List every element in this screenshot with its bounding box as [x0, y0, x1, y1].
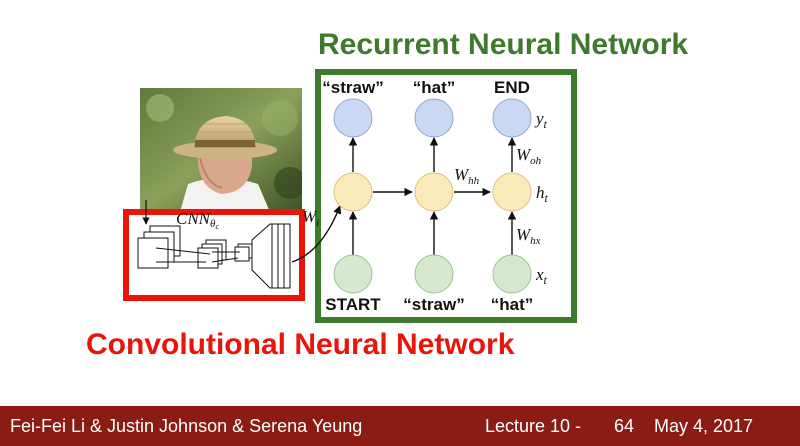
output-node-3 [492, 98, 532, 138]
w-hh-label: Whh [454, 165, 480, 187]
input-node-3 [492, 254, 532, 294]
output-word-2: “hat” [413, 78, 456, 97]
h-t-label: ht [536, 183, 549, 205]
input-word-3: “hat” [491, 295, 534, 314]
input-node-1 [333, 254, 373, 294]
output-word-1: “straw” [322, 78, 383, 97]
footer-lecture: Lecture 10 - [485, 416, 582, 436]
rnn-title: Recurrent Neural Network [318, 28, 689, 61]
input-photo [140, 88, 302, 212]
w-ih-label: Wi [302, 207, 319, 229]
output-node-1 [333, 98, 373, 138]
footer-bar: Fei-Fei Li & Justin Johnson & Serena Yeu… [0, 406, 800, 446]
cnn-title: Convolutional Neural Network [86, 328, 515, 361]
hidden-node-2 [414, 172, 454, 212]
cnn-to-rnn-arrow [291, 205, 342, 263]
footer-date: May 4, 2017 [654, 416, 754, 436]
output-node-2 [414, 98, 454, 138]
footer-page-number: 64 [614, 416, 635, 436]
hidden-node-1 [333, 172, 373, 212]
input-word-2: “straw” [403, 295, 464, 314]
cnn-layers-icon [137, 223, 291, 289]
cnn-label: CNNθc [176, 209, 219, 231]
w-oh-label: Woh [516, 145, 542, 167]
rnn-frame [315, 69, 577, 323]
footer-authors: Fei-Fei Li & Justin Johnson & Serena Yeu… [10, 416, 363, 436]
output-word-3: END [494, 78, 530, 97]
w-hx-label: Whx [516, 225, 541, 247]
input-word-1: START [325, 295, 381, 314]
hidden-node-3 [492, 172, 532, 212]
x-t-label: xt [535, 265, 548, 287]
cnn-frame [123, 209, 305, 301]
input-node-2 [414, 254, 454, 294]
y-t-label: yt [534, 109, 548, 131]
